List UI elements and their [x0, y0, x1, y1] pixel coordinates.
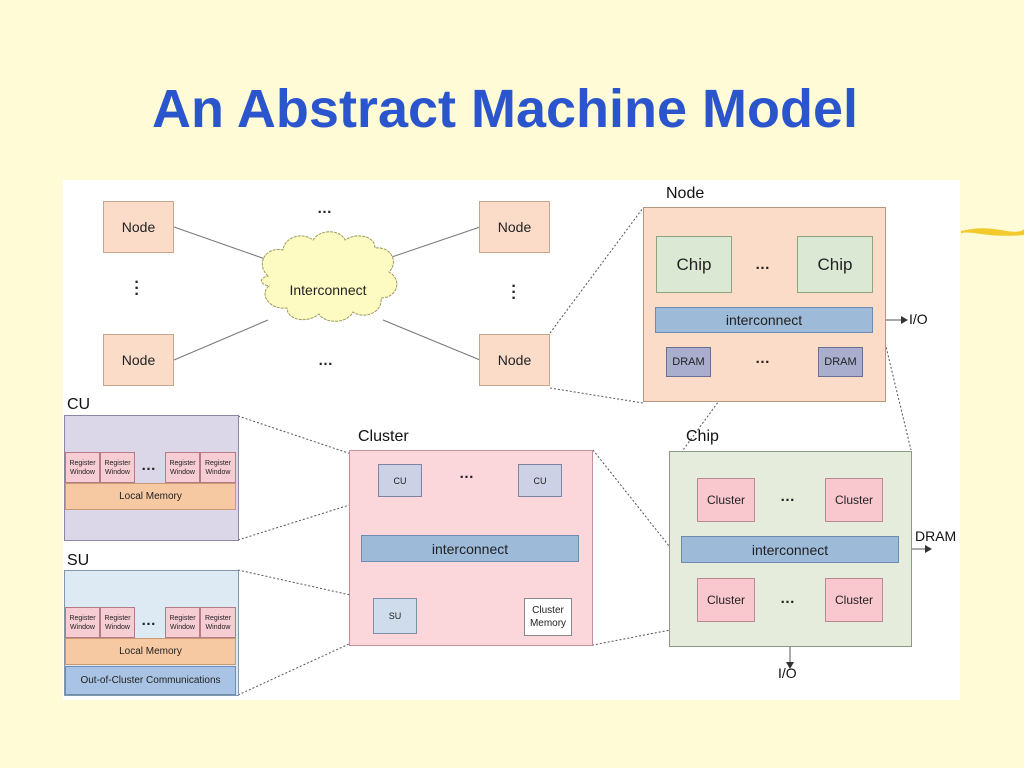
chip-dram-label: DRAM: [915, 528, 957, 544]
node-label: Node: [497, 352, 532, 368]
chip-cluster-ellipsis-bottom: …: [780, 590, 796, 607]
register-window-label: Register Window: [69, 614, 96, 631]
local-memory-label: Local Memory: [119, 491, 182, 502]
cluster-label: Cluster: [706, 493, 745, 507]
node-chip-2: Chip: [797, 236, 873, 293]
register-window-label: Register Window: [104, 614, 131, 631]
su-register-window-3: Register Window: [165, 607, 200, 638]
slide-title: An Abstract Machine Model: [151, 79, 859, 139]
chip-label: Chip: [817, 254, 853, 274]
cluster-cu-1: CU: [378, 464, 422, 497]
cluster-label: Cluster: [834, 493, 873, 507]
register-window-label: Register Window: [204, 459, 232, 476]
chip-io-label: I/O: [778, 665, 797, 681]
cluster-label: Cluster: [834, 593, 873, 607]
su-register-window-2: Register Window: [100, 607, 135, 638]
chip-cluster-ellipsis-top: …: [780, 488, 796, 505]
chip-detail-caption: Chip: [686, 428, 719, 445]
system-ellipsis-left: ···: [134, 274, 140, 303]
system-ellipsis-bottom: …: [318, 352, 334, 369]
cluster-label: Cluster: [706, 593, 745, 607]
su-label: SU: [388, 611, 402, 621]
interconnect-label: interconnect: [431, 540, 509, 557]
node-dram-2: DRAM: [818, 347, 863, 377]
cu-register-window-4: Register Window: [200, 452, 236, 483]
cluster-memory-label: Cluster Memory: [529, 605, 567, 629]
register-window-label: Register Window: [104, 459, 131, 476]
chip-cluster-4: Cluster: [825, 578, 883, 622]
su-out-of-cluster-communications: Out-of-Cluster Communications: [65, 666, 236, 695]
system-ellipsis-top: …: [317, 200, 333, 217]
cluster-detail-caption: Cluster: [358, 428, 409, 445]
cu-register-ellipsis: …: [141, 457, 157, 474]
register-window-label: Register Window: [169, 459, 196, 476]
register-window-label: Register Window: [169, 614, 196, 631]
interconnect-label: interconnect: [725, 312, 803, 328]
node-interconnect-bar: interconnect: [655, 307, 873, 333]
chip-label: Chip: [676, 254, 712, 274]
interconnect-cloud-shape: [260, 231, 398, 322]
cu-label: CU: [533, 475, 547, 486]
system-node-bottom-right: Node: [479, 334, 550, 386]
su-local-memory: Local Memory: [65, 638, 236, 665]
chip-cluster-3: Cluster: [697, 578, 755, 622]
su-register-window-4: Register Window: [200, 607, 236, 638]
cluster-interconnect-bar: interconnect: [361, 535, 579, 562]
cluster-su: SU: [373, 598, 417, 634]
interconnect-label: interconnect: [751, 541, 829, 558]
cu-detail-caption: CU: [67, 396, 91, 413]
system-ellipsis-right: ···: [511, 278, 517, 307]
ooc-label: Out-of-Cluster Communications: [80, 675, 221, 686]
cu-register-window-3: Register Window: [165, 452, 200, 483]
chip-interconnect-bar: interconnect: [681, 536, 899, 563]
local-memory-label: Local Memory: [119, 646, 182, 657]
register-window-label: Register Window: [204, 614, 232, 631]
dram-label: DRAM: [672, 356, 705, 368]
cu-register-window-1: Register Window: [65, 452, 100, 483]
system-node-top-left: Node: [103, 201, 174, 253]
system-node-bottom-left: Node: [103, 334, 174, 386]
cu-local-memory: Local Memory: [65, 483, 236, 510]
cu-register-window-2: Register Window: [100, 452, 135, 483]
su-detail-caption: SU: [67, 552, 90, 569]
cluster-memory: Cluster Memory: [524, 598, 572, 636]
register-window-label: Register Window: [69, 459, 96, 476]
chip-cluster-2: Cluster: [825, 478, 883, 522]
chip-cluster-1: Cluster: [697, 478, 755, 522]
node-dram-1: DRAM: [666, 347, 711, 377]
cluster-cu-ellipsis: …: [459, 465, 475, 482]
node-label: Node: [121, 219, 156, 235]
system-node-top-right: Node: [479, 201, 550, 253]
node-label: Node: [497, 219, 532, 235]
node-chip-ellipsis: …: [755, 256, 771, 273]
su-register-window-1: Register Window: [65, 607, 100, 638]
su-register-ellipsis: …: [141, 612, 157, 629]
cu-label: CU: [393, 475, 407, 486]
interconnect-cloud-label: Interconnect: [289, 282, 367, 298]
dram-label: DRAM: [824, 356, 857, 368]
node-detail-caption: Node: [666, 185, 705, 202]
cluster-cu-2: CU: [518, 464, 562, 497]
machine-model-diagram: Node Node Node Node … … ··· ··· Intercon…: [63, 180, 960, 700]
node-io-label: I/O: [909, 311, 928, 327]
node-label: Node: [121, 352, 156, 368]
highlighter-stroke-decoration: [961, 228, 1024, 236]
node-chip-1: Chip: [656, 236, 732, 293]
node-dram-ellipsis: …: [755, 350, 771, 367]
